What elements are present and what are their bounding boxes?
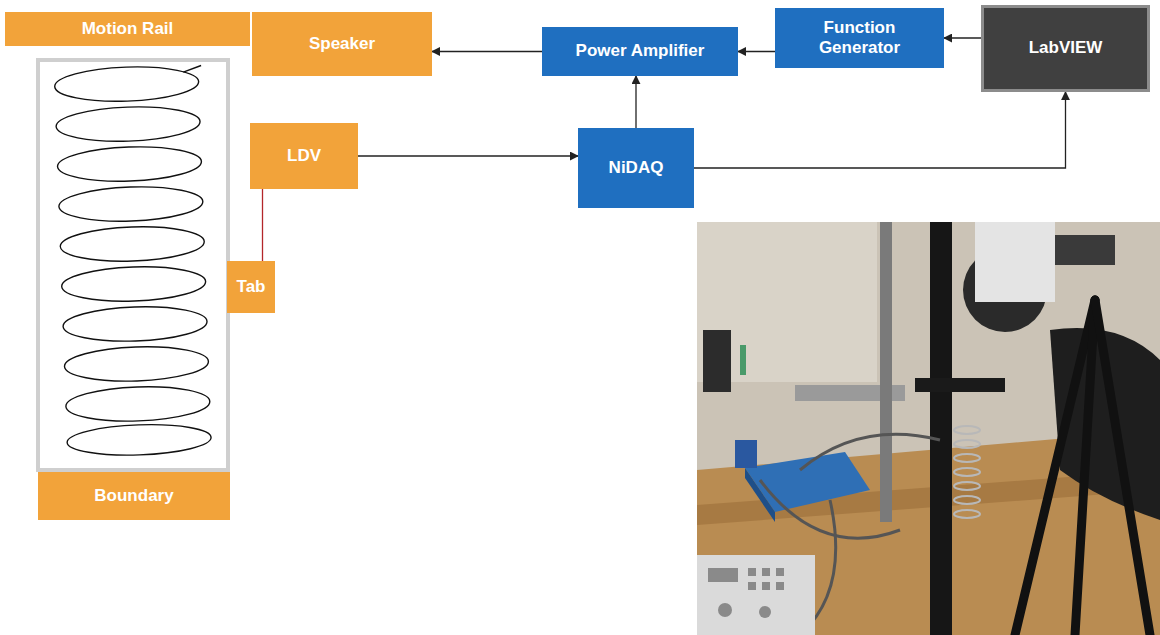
component-box: LDV bbox=[250, 123, 358, 189]
component-label: Function Generator bbox=[807, 18, 912, 59]
signal-connector bbox=[432, 51, 542, 52]
component-label: LabVIEW bbox=[1029, 38, 1103, 58]
signal-connector bbox=[262, 189, 263, 261]
signal-connector bbox=[694, 92, 1066, 168]
lab-photo bbox=[697, 222, 1160, 635]
component-box: Speaker bbox=[252, 12, 432, 76]
component-box: Boundary bbox=[38, 472, 230, 520]
signal-connector bbox=[738, 51, 775, 52]
component-box: Function Generator bbox=[775, 8, 944, 68]
component-label: Motion Rail bbox=[82, 19, 174, 39]
component-label: Power Amplifier bbox=[576, 41, 705, 61]
signal-connector bbox=[358, 155, 578, 156]
component-label: NiDAQ bbox=[609, 158, 664, 178]
signal-connector bbox=[944, 37, 981, 38]
component-label: Tab bbox=[237, 277, 266, 297]
component-box: LabVIEW bbox=[981, 5, 1150, 92]
component-box: Motion Rail bbox=[5, 12, 250, 46]
component-box: Tab bbox=[227, 261, 275, 313]
component-label: Speaker bbox=[309, 34, 375, 54]
component-box: NiDAQ bbox=[578, 128, 694, 208]
signal-connector bbox=[635, 76, 636, 128]
component-label: LDV bbox=[287, 146, 321, 166]
component-label: Boundary bbox=[94, 486, 173, 506]
component-box: Power Amplifier bbox=[542, 27, 738, 76]
spring-frame bbox=[38, 60, 228, 470]
